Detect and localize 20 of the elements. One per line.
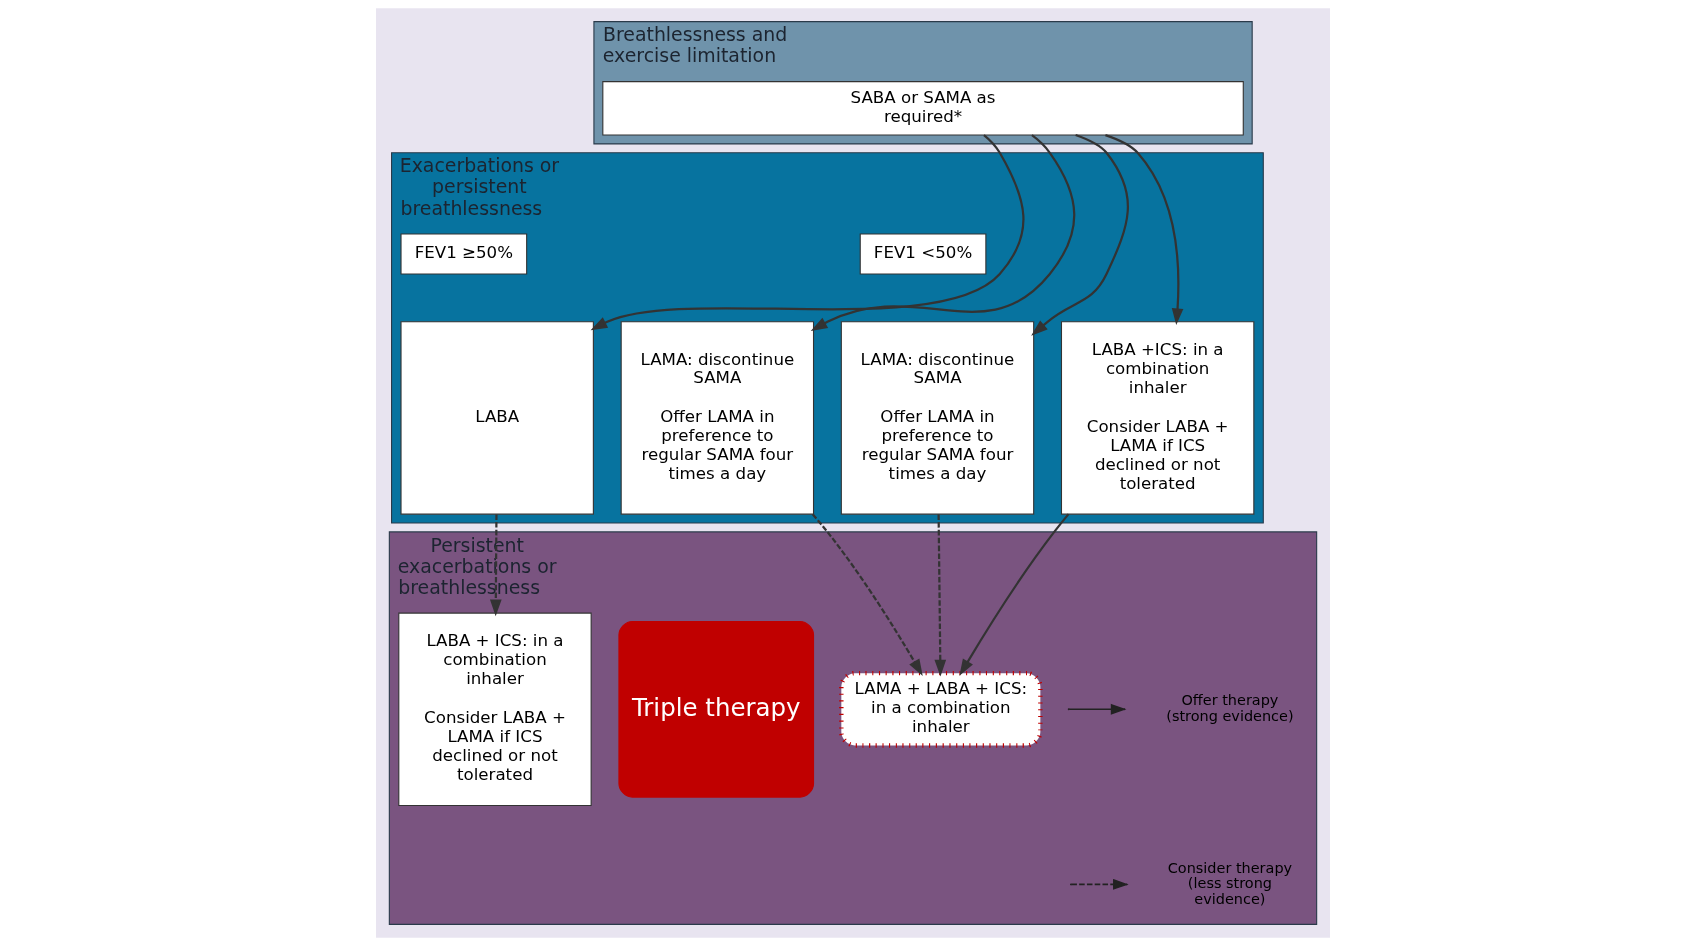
arrow: [934, 514, 947, 677]
node-box: LABA: [400, 321, 594, 515]
node-box: FEV1 ≥50%: [400, 233, 528, 275]
arrow: [590, 134, 1025, 331]
node-box: SABA or SAMA as required*: [602, 81, 1244, 136]
node-box: LAMA + LABA + ICS: in a combination inhaler: [839, 670, 1043, 748]
node-box: LAMA: discontinue SAMA Offer LAMA in preference to regular SAMA four times a day: [840, 321, 1035, 515]
node-box: Triple therapy: [618, 620, 815, 798]
arrow: [1031, 133, 1129, 336]
arrow: [489, 514, 502, 617]
legend-label: Consider therapy (less strong evidence): [1167, 859, 1293, 907]
arrow: [959, 513, 1070, 676]
node-box: LABA +ICS: in a combination inhaler Consider LABA + LAMA if ICS declined or not tolerated: [1060, 321, 1255, 515]
arrow: [811, 513, 923, 676]
arrow: [810, 134, 1076, 332]
node-box: FEV1 <50%: [859, 233, 987, 275]
legend-label: Offer therapy (strong evidence): [1166, 692, 1294, 724]
arrow: [1105, 134, 1184, 326]
node-box: LAMA: discontinue SAMA Offer LAMA in preference to regular SAMA four times a day: [620, 321, 815, 515]
node-box: LABA + ICS: in a combination inhaler Consider LABA + LAMA if ICS declined or not tolerated: [398, 612, 592, 806]
